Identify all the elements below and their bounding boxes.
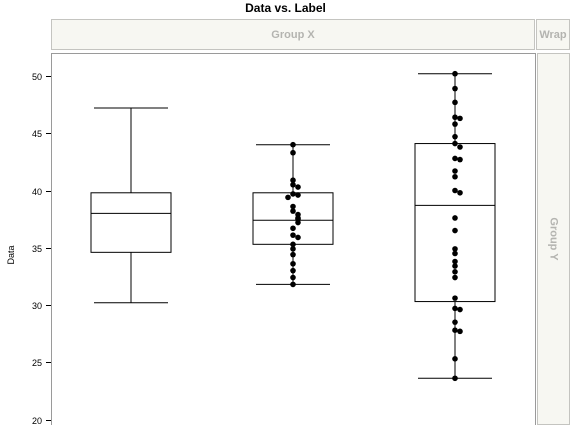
data-point xyxy=(290,241,296,248)
data-point xyxy=(452,305,458,312)
data-point xyxy=(457,306,463,313)
data-point xyxy=(457,156,463,163)
data-point xyxy=(285,194,291,201)
data-point xyxy=(452,70,458,77)
data-point xyxy=(452,250,458,257)
group-x-label: Group X xyxy=(271,28,315,41)
data-point xyxy=(295,234,301,241)
data-point xyxy=(452,140,458,147)
data-point xyxy=(295,192,301,198)
group-y-drop-zone[interactable]: Group Y xyxy=(537,53,570,425)
data-point xyxy=(290,181,296,188)
data-point xyxy=(452,356,458,362)
data-point xyxy=(452,155,458,162)
data-point xyxy=(452,268,458,275)
data-point xyxy=(452,121,458,127)
data-point xyxy=(457,115,463,122)
y-tick-label: 30 xyxy=(32,301,42,311)
data-point xyxy=(452,295,458,301)
data-point xyxy=(452,227,458,234)
chart-title: Data vs. Label xyxy=(245,1,326,15)
data-point xyxy=(452,246,458,252)
data-point xyxy=(290,191,296,197)
data-point xyxy=(452,85,458,92)
data-point xyxy=(452,258,458,265)
box-group xyxy=(90,107,172,304)
data-point xyxy=(290,267,296,274)
plot-marks xyxy=(90,70,496,382)
data-point xyxy=(290,246,296,252)
data-point xyxy=(290,260,296,267)
data-point xyxy=(452,168,458,174)
data-point xyxy=(452,327,458,333)
data-point xyxy=(452,114,458,121)
data-point xyxy=(452,133,458,140)
y-tick-label: 40 xyxy=(32,187,42,197)
data-point xyxy=(457,328,463,335)
iqr-box xyxy=(90,192,172,253)
data-point xyxy=(457,144,463,150)
data-point xyxy=(290,251,296,258)
data-point xyxy=(452,263,458,269)
data-point xyxy=(290,225,296,232)
y-axis: 20 25 30 35 40 45 50 xyxy=(32,53,536,425)
data-point xyxy=(452,187,458,194)
data-point xyxy=(452,319,458,325)
data-point xyxy=(452,375,458,382)
data-point xyxy=(452,99,458,106)
data-point xyxy=(290,149,296,156)
wrap-drop-zone[interactable]: Wrap xyxy=(536,19,570,50)
data-point xyxy=(290,177,296,183)
y-tick-label: 45 xyxy=(32,129,42,139)
data-point xyxy=(457,189,463,196)
data-point xyxy=(290,141,296,148)
data-point xyxy=(290,203,296,210)
box-group xyxy=(414,70,496,382)
y-tick-label: 25 xyxy=(32,358,42,368)
plot-frame xyxy=(51,53,536,425)
data-point xyxy=(452,215,458,221)
wrap-label: Wrap xyxy=(539,28,567,41)
data-point xyxy=(290,281,296,288)
box-group xyxy=(252,141,334,288)
data-point xyxy=(452,274,458,281)
data-point xyxy=(290,274,296,281)
data-point xyxy=(295,219,301,226)
y-tick-label: 35 xyxy=(32,244,42,254)
data-point xyxy=(452,173,458,180)
group-x-drop-zone[interactable]: Group X xyxy=(51,19,535,50)
data-point xyxy=(290,208,296,214)
y-tick-label: 50 xyxy=(32,72,42,82)
data-point xyxy=(290,232,296,238)
y-tick-label: 20 xyxy=(32,416,42,425)
data-point xyxy=(295,184,301,190)
